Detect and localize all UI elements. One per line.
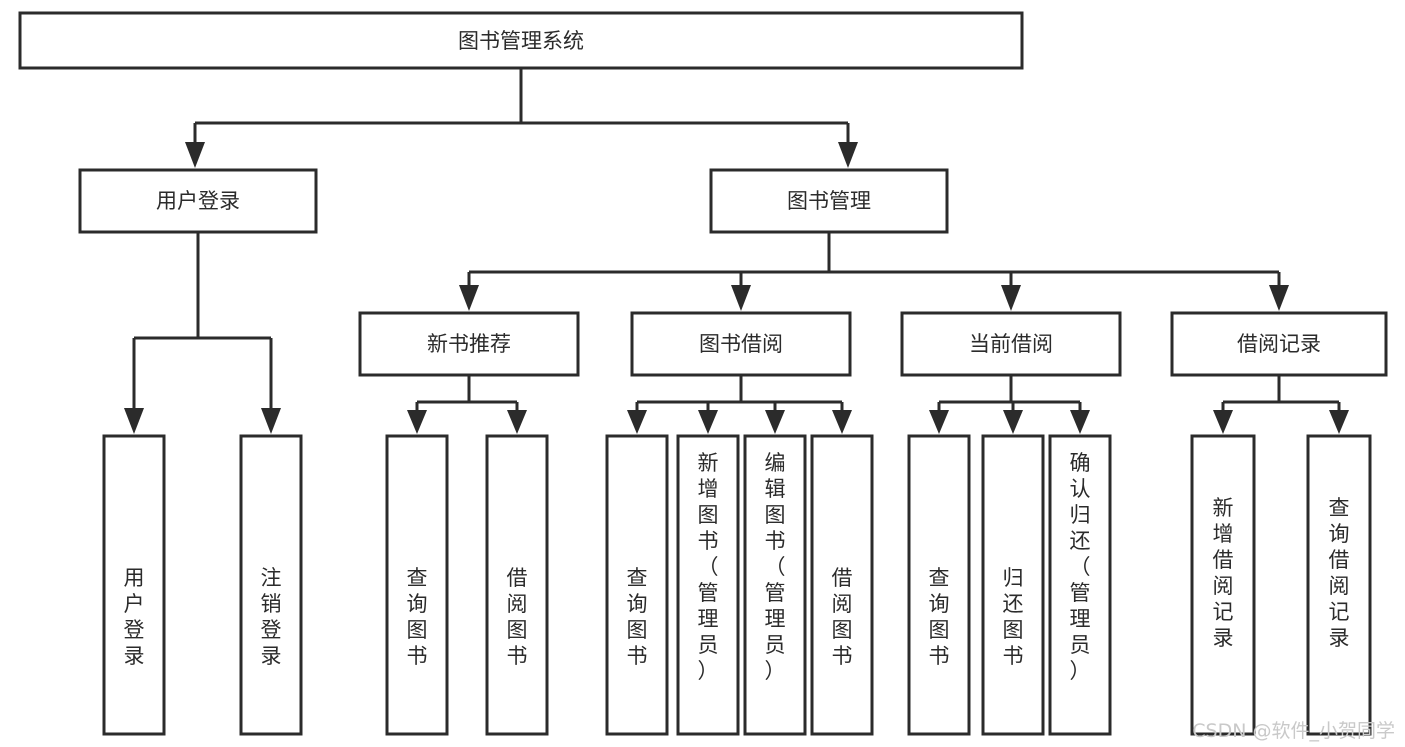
- arrow-head-user-login: [185, 142, 205, 168]
- leaf-borrow-book[interactable]: 借阅图书: [810, 434, 874, 736]
- node-user-login-box[interactable]: [78, 168, 318, 234]
- arrow-head-leaf-confirm-return-admin: [1070, 410, 1090, 434]
- leaf-add-book-admin-box[interactable]: [676, 434, 740, 736]
- node-current-borrow-label: 当前借阅: [969, 332, 1053, 356]
- connector-currentborrow-to-leaves: [929, 375, 1090, 434]
- leaf-borrow-book-rec[interactable]: 借阅图书: [485, 434, 549, 736]
- connector-userlogin-to-leaves: [124, 232, 281, 434]
- leaf-edit-book-admin-box[interactable]: [743, 434, 807, 736]
- node-borrow-record[interactable]: 借阅记录: [1170, 311, 1388, 377]
- leaf-add-borrow-record[interactable]: 新增借阅记录: [1190, 434, 1256, 736]
- arrow-head-leaf-edit-book-admin: [765, 410, 785, 434]
- leaf-borrow-book-label: 借阅图书: [832, 566, 853, 668]
- node-borrow-record-box[interactable]: [1170, 311, 1388, 377]
- leaf-confirm-return-admin-box[interactable]: [1048, 434, 1112, 736]
- leaf-query-borrow-record-box[interactable]: [1306, 434, 1372, 736]
- leaf-query-borrow-record[interactable]: 查询借阅记录: [1306, 434, 1372, 736]
- leaf-return-book[interactable]: 归还图书: [981, 434, 1045, 736]
- leaf-user-login-box[interactable]: [102, 434, 166, 736]
- leaf-borrow-book-rec-box[interactable]: [485, 434, 549, 736]
- arrow-head-leaf-query-book-borrow: [627, 410, 647, 434]
- node-current-borrow-box[interactable]: [900, 311, 1122, 377]
- connector-root-to-level2: [185, 68, 858, 168]
- connector-bookmanage-to-level3: [459, 232, 1289, 311]
- leaf-confirm-return-admin-label: 确认归还（管理员）: [1070, 451, 1091, 683]
- node-new-book-recommend-box[interactable]: [358, 311, 580, 377]
- leaf-borrow-book-box[interactable]: [810, 434, 874, 736]
- leaf-edit-book-admin[interactable]: 编辑图书（管理员）: [743, 434, 807, 736]
- arrow-head-leaf-query-book-rec: [407, 410, 427, 434]
- leaf-add-book-admin[interactable]: 新增图书（管理员）: [676, 434, 740, 736]
- leaf-return-book-box[interactable]: [981, 434, 1045, 736]
- leaf-query-book-rec-label: 查询图书: [407, 566, 428, 668]
- leaf-query-book-cur-label: 查询图书: [929, 566, 950, 668]
- leaf-confirm-return-admin[interactable]: 确认归还（管理员）: [1048, 434, 1112, 736]
- leaf-return-book-label: 归还图书: [1003, 566, 1024, 668]
- arrow-head-leaf-query-book-cur: [929, 410, 949, 434]
- leaf-query-borrow-record-label: 查询借阅记录: [1329, 496, 1350, 650]
- arrow-head-book-manage: [838, 142, 858, 168]
- leaf-edit-book-admin-label: 编辑图书（管理员）: [765, 451, 786, 683]
- leaf-add-book-admin-label: 新增图书（管理员）: [698, 451, 719, 683]
- leaf-user-logout-label: 注销登录: [261, 566, 282, 668]
- node-root-box[interactable]: [18, 11, 1024, 70]
- arrow-head-borrow-record: [1269, 285, 1289, 311]
- watermark-text: CSDN @软件_小贺同学: [1192, 720, 1395, 742]
- arrow-head-leaf-borrow-book: [832, 410, 852, 434]
- leaf-query-book-borrow[interactable]: 查询图书: [605, 434, 669, 736]
- node-book-manage-box[interactable]: [709, 168, 949, 234]
- leaf-query-book-borrow-box[interactable]: [605, 434, 669, 736]
- node-new-book-recommend-label: 新书推荐: [427, 332, 511, 356]
- connector-borrowrecord-to-leaves: [1213, 375, 1349, 434]
- node-book-manage-label: 图书管理: [787, 189, 871, 213]
- arrow-head-book-borrow: [731, 285, 751, 311]
- leaf-add-borrow-record-label: 新增借阅记录: [1213, 496, 1234, 650]
- node-root-label: 图书管理系统: [458, 29, 584, 53]
- node-book-borrow-label: 图书借阅: [699, 332, 783, 356]
- node-new-book-recommend[interactable]: 新书推荐: [358, 311, 580, 377]
- node-borrow-record-label: 借阅记录: [1237, 332, 1321, 356]
- node-current-borrow[interactable]: 当前借阅: [900, 311, 1122, 377]
- leaf-query-book-borrow-label: 查询图书: [627, 566, 648, 668]
- arrow-head-leaf-borrow-book-rec: [507, 410, 527, 434]
- leaf-query-book-rec[interactable]: 查询图书: [385, 434, 449, 736]
- leaf-query-book-cur-box[interactable]: [907, 434, 971, 736]
- arrow-head-leaf-add-borrow-record: [1213, 410, 1233, 434]
- node-book-borrow-box[interactable]: [630, 311, 852, 377]
- arrow-head-current-borrow: [1001, 285, 1021, 311]
- node-book-manage[interactable]: 图书管理: [709, 168, 949, 234]
- arrow-head-leaf-user-logout: [261, 408, 281, 434]
- leaf-query-book-rec-box[interactable]: [385, 434, 449, 736]
- leaf-add-borrow-record-box[interactable]: [1190, 434, 1256, 736]
- leaf-user-login[interactable]: 用户登录: [102, 434, 166, 736]
- arrow-head-new-book-recommend: [459, 285, 479, 311]
- arrow-head-leaf-return-book: [1003, 410, 1023, 434]
- node-root[interactable]: 图书管理系统: [18, 11, 1024, 70]
- node-user-login[interactable]: 用户登录: [78, 168, 318, 234]
- leaf-user-logout[interactable]: 注销登录: [239, 434, 303, 736]
- leaf-user-logout-box[interactable]: [239, 434, 303, 736]
- node-book-borrow[interactable]: 图书借阅: [630, 311, 852, 377]
- connector-newbook-to-leaves: [407, 375, 527, 434]
- connector-bookborrow-to-leaves: [627, 375, 852, 434]
- arrow-head-leaf-query-borrow-record: [1329, 410, 1349, 434]
- leaf-user-login-label: 用户登录: [124, 566, 145, 668]
- leaf-borrow-book-rec-label: 借阅图书: [507, 566, 528, 668]
- leaf-query-book-cur[interactable]: 查询图书: [907, 434, 971, 736]
- arrow-head-leaf-user-login: [124, 408, 144, 434]
- arrow-head-leaf-add-book-admin: [698, 410, 718, 434]
- node-user-login-label: 用户登录: [156, 189, 240, 213]
